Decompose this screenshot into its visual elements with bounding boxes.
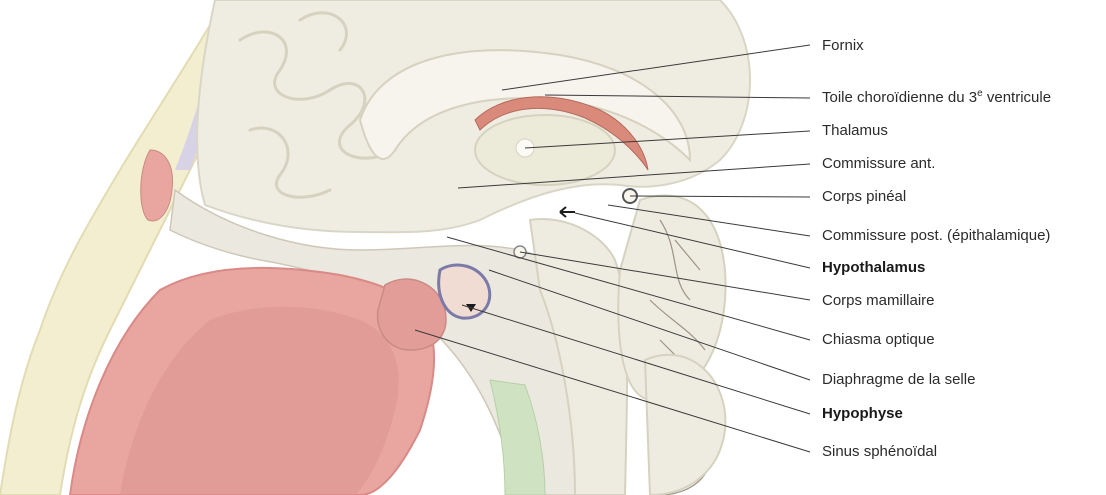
label-toile-choroidienne: Toile choroïdienne du 3e ventricule — [822, 89, 1051, 109]
label-thalamus: Thalamus — [822, 122, 888, 140]
hypothalamus-arrow — [560, 207, 575, 217]
label-toile-sup: e — [977, 88, 983, 99]
label-corps-pineal: Corps pinéal — [822, 188, 906, 206]
label-sinus-sphenoidal: Sinus sphénoïdal — [822, 443, 937, 461]
label-diaphragme-selle: Diaphragme de la selle — [822, 371, 975, 389]
label-commissure-ant: Commissure ant. — [822, 155, 935, 173]
lower-cerebellum — [645, 355, 725, 495]
label-corps-mamillaire: Corps mamillaire — [822, 292, 935, 310]
thalamus — [475, 115, 615, 185]
label-hypophyse: Hypophyse — [822, 405, 903, 423]
label-fornix: Fornix — [822, 37, 864, 55]
label-toile-prefix: Toile choroïdienne du 3 — [822, 89, 977, 106]
label-toile-suffix: ventricule — [983, 89, 1051, 106]
label-commissure-post: Commissure post. (épithalamique) — [822, 227, 1050, 245]
label-hypothalamus: Hypothalamus — [822, 259, 925, 277]
label-chiasma-optique: Chiasma optique — [822, 331, 935, 349]
